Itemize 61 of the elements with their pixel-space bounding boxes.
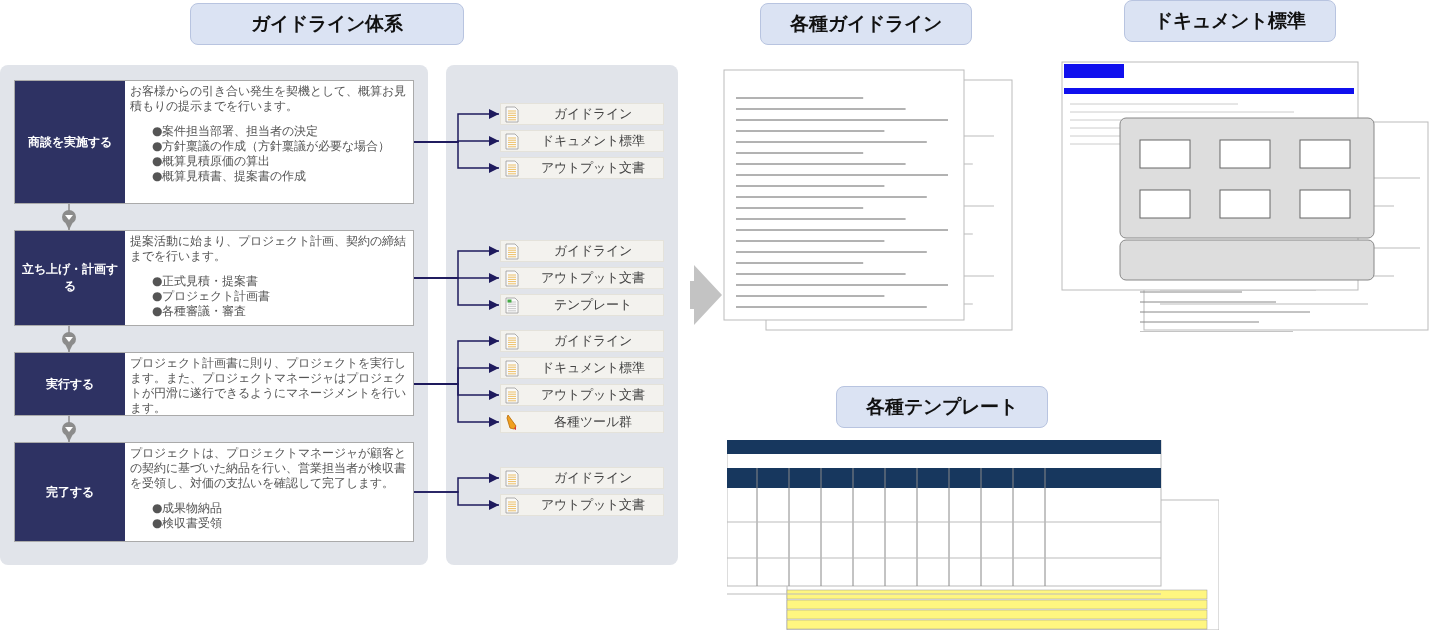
document-label: ガイドライン bbox=[553, 332, 633, 350]
phase-heading: 実行する bbox=[15, 353, 125, 415]
document-label: アウトプット文書 bbox=[540, 159, 646, 177]
bullet-item: ●検収書受領 bbox=[151, 516, 224, 531]
document-link-box bbox=[500, 357, 664, 379]
description-text: プロジェクトは、プロジェクトマネージャが顧客との契約に基づいた納品を行い、営業担当者が検収書を受領し、対価の支払いを確認して完了します。 bbox=[130, 446, 407, 491]
document-label: ガイドライン bbox=[553, 242, 633, 260]
document-label: ドキュメント標準 bbox=[540, 359, 646, 377]
document-link-box bbox=[500, 330, 664, 352]
section-heading: ドキュメント標準 bbox=[1124, 0, 1336, 42]
template-screenshot-drawing bbox=[727, 440, 1219, 630]
description-text: 提案活動に始まり、プロジェクト計画、契約の締結までを行います。 bbox=[130, 234, 407, 264]
down-chevron-arrow bbox=[62, 415, 76, 443]
bullet-item: ●成果物納品 bbox=[151, 501, 224, 516]
document-link-box bbox=[500, 494, 664, 516]
bullet-item: ●プロジェクト計画書 bbox=[151, 289, 272, 304]
document-link-box bbox=[500, 294, 664, 316]
phase-card bbox=[14, 80, 414, 204]
description-text: お客様からの引き合い発生を契機として、概算お見積もりの提示までを行います。 bbox=[130, 84, 407, 114]
document-label: 各種ツール群 bbox=[553, 413, 633, 431]
document-link-box bbox=[500, 130, 664, 152]
document-link-box bbox=[500, 157, 664, 179]
document-label: ガイドライン bbox=[553, 105, 633, 123]
document-label: アウトプット文書 bbox=[540, 496, 646, 514]
connector-arrow bbox=[413, 491, 500, 511]
document-label: テンプレート bbox=[553, 296, 633, 314]
document-link-box bbox=[500, 411, 664, 433]
document-label: ガイドライン bbox=[553, 469, 633, 487]
document-link-box bbox=[500, 267, 664, 289]
section-heading: 各種テンプレート bbox=[836, 386, 1048, 428]
document-label: ドキュメント標準 bbox=[540, 132, 646, 150]
description-text: プロジェクト計画書に則り、プロジェクトを実行します。また、プロジェクトマネージャはプロジェクトが円滑に遂行できるようにマネージメントを行います。 bbox=[130, 356, 407, 416]
phase-heading: 完了する bbox=[15, 443, 125, 541]
section-heading: 各種ガイドライン bbox=[760, 3, 972, 45]
connector-arrow bbox=[413, 277, 500, 311]
section-heading: ガイドライン体系 bbox=[190, 3, 464, 45]
bullet-item: ●案件担当部署、担当者の決定 bbox=[151, 124, 320, 139]
phase-heading: 立ち上げ・計画する bbox=[15, 231, 125, 325]
panel-background bbox=[446, 65, 678, 565]
connector-arrow bbox=[413, 141, 500, 174]
bullet-item: ●概算見積原価の算出 bbox=[151, 154, 272, 169]
bullet-item: ●各種審議・審査 bbox=[151, 304, 248, 319]
document-label: アウトプット文書 bbox=[540, 386, 646, 404]
document-link-box bbox=[500, 103, 664, 125]
down-chevron-arrow bbox=[62, 325, 76, 353]
document-label: アウトプット文書 bbox=[540, 269, 646, 287]
guideline-screenshot-drawing bbox=[722, 68, 1014, 332]
phase-heading: 商談を実施する bbox=[15, 81, 125, 203]
document-link-box bbox=[500, 384, 664, 406]
block-arrow bbox=[690, 265, 722, 325]
document-link-box bbox=[500, 467, 664, 489]
panel-background bbox=[0, 65, 428, 565]
document-standard-screenshot-drawing bbox=[1060, 60, 1430, 332]
phase-card bbox=[14, 230, 414, 326]
phase-card bbox=[14, 352, 414, 416]
document-link-box bbox=[500, 240, 664, 262]
down-chevron-arrow bbox=[62, 203, 76, 231]
bullet-item: ●正式見積・提案書 bbox=[151, 274, 260, 289]
phase-card bbox=[14, 442, 414, 542]
bullet-item: ●概算見積書、提案書の作成 bbox=[151, 169, 308, 184]
bullet-item: ●方針稟議の作成（方針稟議が必要な場合） bbox=[151, 139, 392, 154]
